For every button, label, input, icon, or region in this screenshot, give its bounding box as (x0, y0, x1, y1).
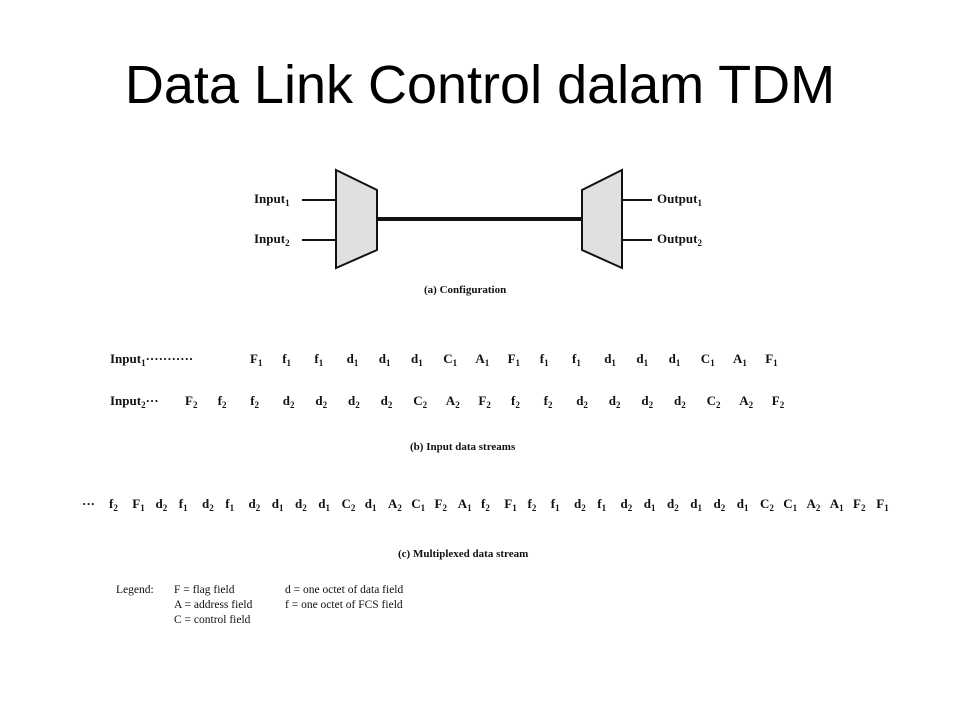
mux-token: d2 (713, 496, 726, 513)
input1-token: F1 (250, 351, 263, 368)
input1-token: A1 (475, 351, 490, 368)
multiplexer (335, 168, 378, 270)
legend-left: F = flag field A = address field C = con… (174, 583, 252, 628)
page-title: Data Link Control dalam TDM (124, 55, 836, 115)
mux-token: A1 (457, 496, 472, 513)
legend-right: d = one octet of data field f = one octe… (285, 583, 403, 613)
input2-token: f2 (543, 393, 553, 410)
mux-token: d1 (736, 496, 749, 513)
stream-input2-label: Input2··· (110, 393, 159, 410)
configuration-diagram (302, 168, 652, 270)
legend-control: C = control field (174, 614, 251, 626)
input1-token: d1 (604, 351, 616, 368)
mux-token: d2 (202, 496, 214, 513)
legend-address: A = address field (174, 599, 253, 611)
input1-token: d1 (378, 351, 391, 368)
input2-token: d2 (315, 393, 328, 410)
mux-token: f2 (109, 496, 118, 513)
legend-fcs: f = one octet of FCS field (285, 599, 403, 611)
input2-token: f2 (217, 393, 227, 410)
input1-token: C1 (700, 351, 715, 368)
input1-label: Input1 (254, 191, 290, 208)
input1-token: d1 (411, 351, 423, 368)
input2-token: f2 (511, 393, 520, 410)
stream-input1-label: Input1··········· (110, 351, 194, 368)
input1-token: d1 (636, 351, 649, 368)
mux-token: d2 (574, 496, 586, 513)
mux-token: d1 (318, 496, 330, 513)
output1-label: Output1 (657, 191, 702, 208)
input2-token: F2 (185, 393, 198, 410)
input2-token: f2 (250, 393, 260, 410)
mux-token: C1 (411, 496, 426, 513)
mux-token: d2 (620, 496, 633, 513)
mux-token: F1 (132, 496, 145, 513)
mux-token: F2 (434, 496, 447, 513)
multiplexed-caption: (c) Multiplexed data stream (398, 548, 529, 560)
input1-token: F1 (507, 351, 521, 368)
input2-token: C2 (413, 393, 428, 410)
demultiplexer (581, 168, 623, 270)
legend-data: d = one octet of data field (285, 584, 404, 596)
mux-token: d2 (155, 496, 168, 513)
mux-token: d2 (667, 496, 679, 513)
input2-token: d2 (348, 393, 360, 410)
mux-token: F2 (853, 496, 866, 513)
mux-token: A2 (388, 496, 402, 513)
input2-token: d2 (674, 393, 686, 410)
input-streams-caption: (b) Input data streams (410, 441, 516, 453)
mux-token: d1 (643, 496, 656, 513)
mux-token: f1 (550, 496, 560, 513)
mux-token: f1 (597, 496, 607, 513)
input2-token: C2 (706, 393, 721, 410)
input2-token: d2 (576, 393, 588, 410)
mux-token: C2 (341, 496, 356, 513)
mux-token: F1 (504, 496, 517, 513)
mux-token: A1 (829, 496, 844, 513)
mux-token: d2 (295, 496, 307, 513)
configuration-caption: (a) Configuration (424, 284, 507, 296)
input1-token: F1 (765, 351, 778, 368)
mux-token: C2 (760, 496, 774, 513)
input1-token: A1 (733, 351, 747, 368)
input1-token: f1 (539, 351, 549, 368)
input2-token: A2 (445, 393, 460, 410)
legend-flag: F = flag field (174, 584, 235, 596)
input1-token: d1 (346, 351, 359, 368)
input2-token: d2 (380, 393, 393, 410)
mux-token: C1 (783, 496, 798, 513)
multiplexed-lead: ··· (82, 496, 96, 511)
mux-token: A2 (806, 496, 821, 513)
mux-token: f1 (178, 496, 188, 513)
input2-label: Input2 (254, 231, 290, 248)
input2-token: d2 (282, 393, 295, 410)
input2-token: d2 (641, 393, 654, 410)
mux-token: f2 (481, 496, 490, 513)
mux-token: d1 (690, 496, 702, 513)
input1-token: f1 (282, 351, 292, 368)
input1-token: d1 (668, 351, 681, 368)
input1-token: f1 (572, 351, 581, 368)
input2-token: d2 (608, 393, 621, 410)
mux-token: f2 (527, 496, 537, 513)
mux-token: d2 (248, 496, 261, 513)
mux-token: d1 (271, 496, 284, 513)
input2-token: F2 (478, 393, 491, 410)
mux-token: f1 (225, 496, 235, 513)
input1-token: C1 (443, 351, 458, 368)
input2-token: F2 (771, 393, 785, 410)
input1-token: f1 (314, 351, 324, 368)
input2-token: A2 (739, 393, 754, 410)
mux-token: d1 (364, 496, 377, 513)
legend-heading: Legend: (116, 584, 154, 596)
mux-token: F1 (876, 496, 889, 513)
output2-label: Output2 (657, 231, 702, 248)
